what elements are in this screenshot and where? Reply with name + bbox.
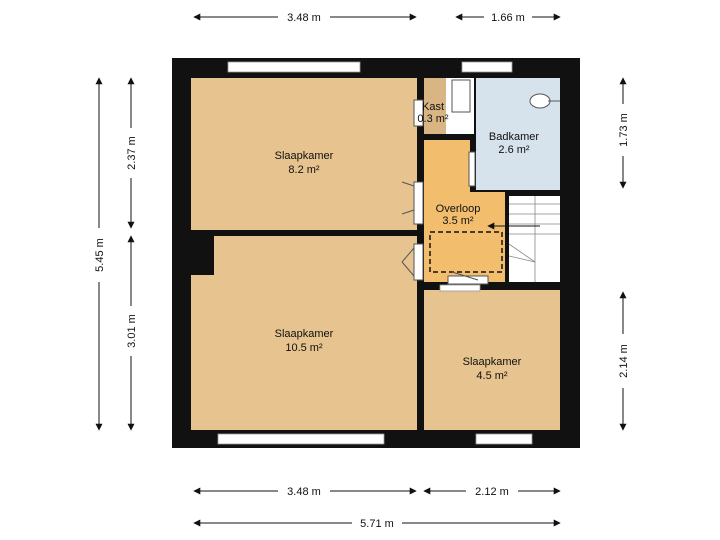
- closet-area: 0.3 m²: [417, 113, 449, 125]
- dim-bottom-total: 5.71 m: [360, 518, 394, 530]
- dim-bottom-left: 3.48 m: [287, 486, 321, 498]
- bedroom-top-name: Slaapkamer: [275, 150, 334, 162]
- bedroom-top-area: 8.2 m²: [288, 164, 320, 176]
- stairs-area: [509, 196, 560, 282]
- dim-left-upper: 2.37 m: [126, 136, 138, 170]
- dim-bottom-right: 2.12 m: [475, 486, 509, 498]
- dimension-lines: [95, 13, 627, 527]
- bathroom-fixtures: [451, 79, 560, 113]
- bedroom-bottom-left-area: 10.5 m²: [285, 342, 323, 354]
- windows: [217, 61, 533, 445]
- dim-right-lower: 2.14 m: [618, 344, 630, 378]
- dim-left-lower: 3.01 m: [126, 314, 138, 348]
- bedroom-bottom-right-area: 4.5 m²: [476, 370, 508, 382]
- closet-name: Kast: [422, 101, 444, 113]
- doors: [401, 99, 489, 285]
- bathroom-area: 2.6 m²: [498, 144, 530, 156]
- dim-top-left: 3.48 m: [287, 12, 321, 24]
- room-bedroom-top: [191, 78, 417, 230]
- hallway-area: 3.5 m²: [442, 215, 474, 227]
- room-hallway: [424, 140, 505, 282]
- room-bedroom-bottom-left: [191, 236, 417, 430]
- bedroom-bottom-right-name: Slaapkamer: [463, 356, 522, 368]
- bedroom-bottom-left-name: Slaapkamer: [275, 328, 334, 340]
- room-closet: [424, 78, 446, 134]
- room-bedroom-bottom-right: [424, 290, 560, 430]
- bathroom-name: Badkamer: [489, 131, 539, 143]
- stairs: [508, 196, 560, 282]
- dim-top-right: 1.66 m: [491, 12, 525, 24]
- hallway-name: Overloop: [436, 203, 481, 215]
- dim-left-total: 5.45 m: [94, 238, 106, 272]
- hatch-outline: [429, 231, 503, 273]
- dim-right-upper: 1.73 m: [618, 113, 630, 147]
